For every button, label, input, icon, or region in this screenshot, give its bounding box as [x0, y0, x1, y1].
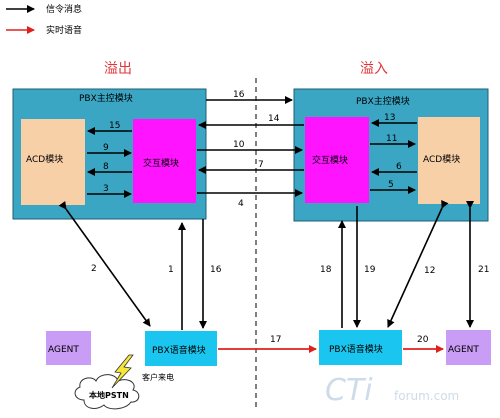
right-voice-module [319, 330, 402, 365]
arrow-8-label: 8 [103, 162, 109, 172]
right-pbx-title: PBX主控模块 [356, 95, 410, 107]
arrow-13-label: 13 [384, 113, 395, 123]
left-exchange-label: 交互模块 [143, 157, 179, 169]
arrow-11-label: 11 [386, 134, 397, 144]
overflow-label: 溢出 [104, 61, 132, 77]
left-pbx-main-module: PBX主控模块 ACD模块 交互模块 [12, 88, 207, 220]
right-acd-label: ACD模块 [423, 153, 460, 165]
pstn-label: 本地PSTN [88, 390, 129, 400]
lightning-icon [111, 354, 134, 389]
customer-call-label: 客户来电 [142, 372, 174, 382]
left-exchange-module [133, 119, 196, 203]
legend-voice-label: 实时语音 [46, 24, 82, 36]
left-agent-label: AGENT [48, 345, 79, 355]
right-agent-box [446, 330, 491, 365]
arrow-15-label: 15 [109, 121, 120, 131]
arrow-20-label: 20 [417, 335, 429, 345]
inflow-label: 溢入 [360, 61, 388, 77]
right-agent-label: AGENT [448, 345, 479, 355]
arrow-3-label: 3 [103, 184, 109, 194]
arrow-6-label: 6 [396, 162, 402, 172]
arrow-19-label: 19 [364, 265, 376, 275]
legend-signal-label: 信令消息 [46, 3, 82, 15]
arrow-2-label: 2 [91, 264, 97, 274]
right-exchange-label: 交互模块 [312, 154, 348, 166]
arrow-9-label: 9 [103, 143, 109, 153]
arrow-14-label: 14 [268, 114, 280, 124]
right-exchange-module [305, 117, 369, 203]
arrow-17-label: 17 [270, 335, 281, 345]
left-pbx-title: PBX主控模块 [79, 92, 133, 104]
arrow-2 [58, 200, 151, 327]
arrow-16-top-label: 16 [233, 90, 245, 100]
watermark-main: CTi [325, 373, 373, 408]
arrow-1-label: 1 [168, 265, 174, 275]
right-voice-label: PBX语音模块 [329, 343, 383, 355]
arrow-10-label: 10 [233, 140, 245, 150]
right-acd-module [418, 117, 480, 204]
right-pbx-main-module: PBX主控模块 交互模块 ACD模块 [293, 88, 489, 222]
left-acd-label: ACD模块 [26, 153, 63, 165]
arrow-5-label: 5 [388, 180, 394, 190]
pstn-cloud: 本地PSTN [74, 374, 140, 410]
left-voice-module [145, 331, 217, 366]
cti-watermark-logo: CTi forum.com [325, 373, 459, 408]
watermark-sub: forum.com [394, 389, 459, 403]
left-agent-box [46, 331, 91, 365]
arrow-4-label: 4 [238, 199, 244, 209]
arrow-16-right-label: 16 [210, 265, 222, 275]
arrow-12-label: 12 [424, 266, 435, 276]
arrow-12 [387, 199, 449, 328]
arrow-21-label: 21 [478, 265, 489, 275]
arrow-18-label: 18 [320, 265, 332, 275]
left-voice-label: PBX语音模块 [152, 344, 206, 356]
legend: 信令消息 实时语音 [6, 3, 82, 36]
left-acd-module [21, 119, 85, 205]
arrow-7-label: 7 [258, 160, 264, 170]
bottom-row: AGENT PBX语音模块 PBX语音模块 AGENT [46, 330, 491, 366]
